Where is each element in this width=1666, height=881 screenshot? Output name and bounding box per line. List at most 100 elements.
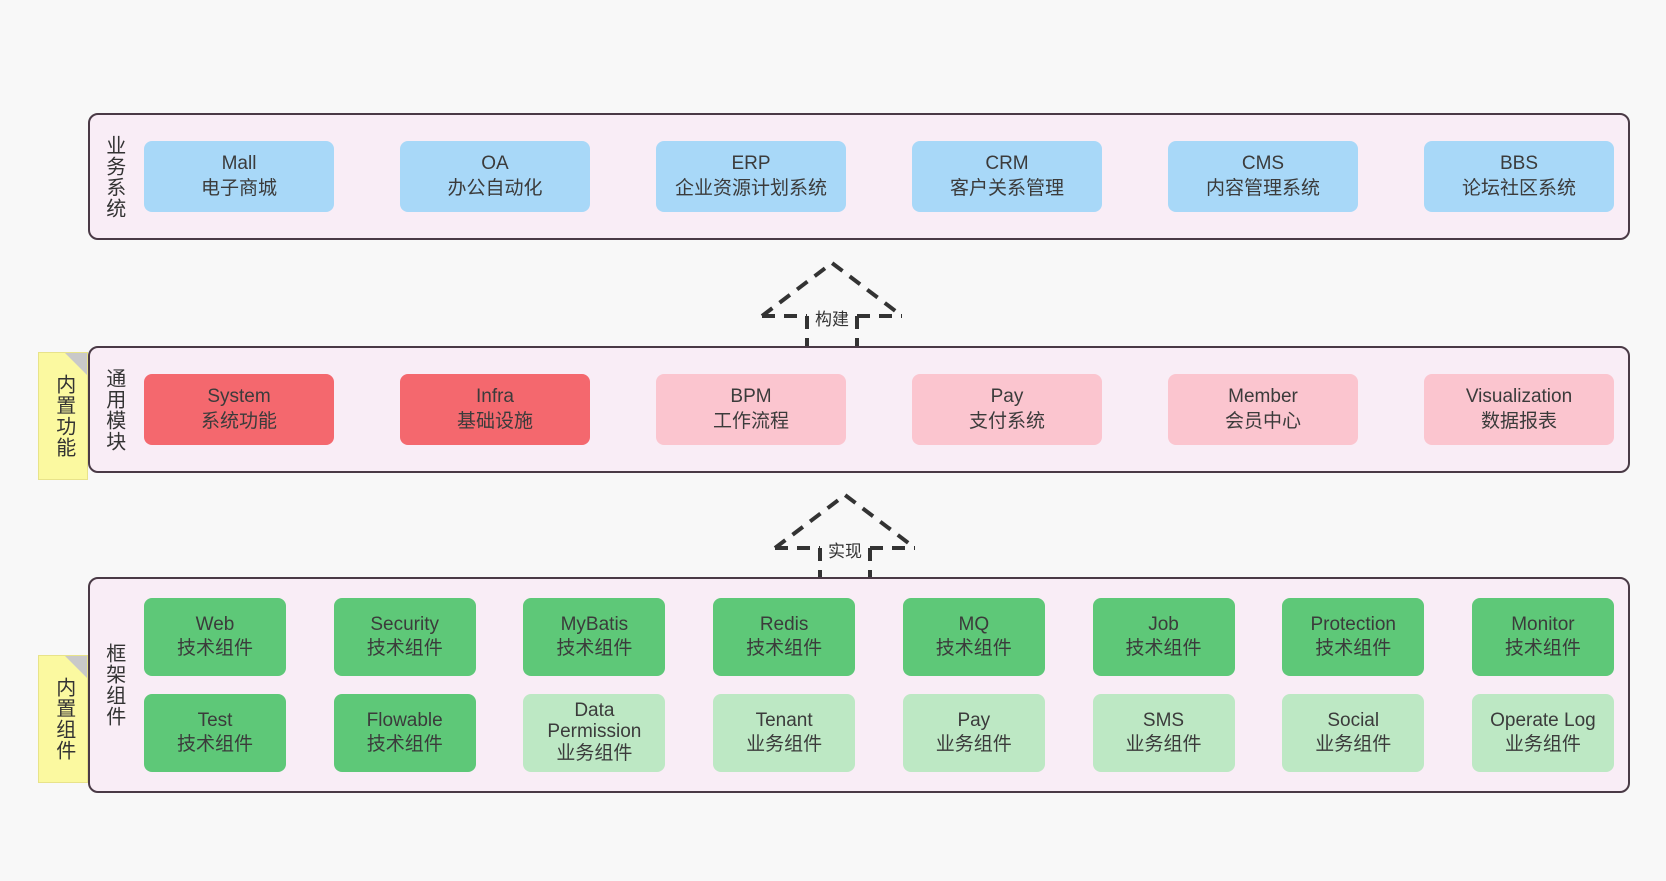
card-title: Web	[195, 613, 235, 635]
card-sms[interactable]: SMS 业务组件	[1092, 694, 1235, 772]
card-oa[interactable]: OA 办公自动化	[400, 141, 590, 212]
card-title: Social	[1327, 709, 1380, 731]
note-label: 内置功能	[52, 374, 75, 458]
card-security[interactable]: Security 技术组件	[333, 598, 476, 676]
card-title: Infra	[475, 386, 515, 408]
card-subtitle: 基础设施	[456, 410, 533, 432]
card-subtitle: 技术组件	[366, 638, 443, 659]
card-subtitle: 技术组件	[1504, 638, 1581, 659]
card-title: Member	[1228, 386, 1298, 408]
card-title: BPM	[730, 386, 772, 408]
card-job[interactable]: Job 技术组件	[1092, 598, 1235, 676]
card-subtitle: 内容管理系统	[1205, 177, 1320, 199]
card-mybatis[interactable]: MyBatis 技术组件	[523, 598, 666, 676]
card-title: Visualization	[1465, 386, 1573, 408]
card-subtitle: 技术组件	[1125, 638, 1202, 659]
layer-body-common-modules: System 系统功能 Infra 基础设施 BPM 工作流程 Pay 支付系统…	[136, 348, 1628, 471]
card-subtitle: 技术组件	[935, 638, 1012, 659]
card-row: System 系统功能 Infra 基础设施 BPM 工作流程 Pay 支付系统…	[144, 374, 1614, 445]
card-subtitle: 技术组件	[556, 638, 633, 659]
card-member[interactable]: Member 会员中心	[1168, 374, 1358, 445]
card-title: Flowable	[366, 709, 443, 731]
connector-implement-label: 实现	[828, 542, 862, 561]
card-subtitle: 论坛社区系统	[1461, 177, 1576, 199]
card-title: MQ	[958, 613, 990, 635]
card-mall[interactable]: Mall 电子商城	[144, 141, 334, 212]
layer-common-modules: 通用模块 System 系统功能 Infra 基础设施 BPM 工作流程 Pay	[88, 346, 1630, 473]
card-subtitle: 技术组件	[746, 638, 823, 659]
card-subtitle: 业务组件	[556, 743, 633, 765]
card-row-business: Test 技术组件 Flowable 技术组件 Data Permission …	[144, 694, 1614, 772]
card-subtitle: 客户关系管理	[949, 177, 1064, 199]
card-subtitle: 办公自动化	[447, 177, 543, 199]
card-mq[interactable]: MQ 技术组件	[902, 598, 1045, 676]
card-data-permission[interactable]: Data Permission 业务组件	[523, 694, 666, 772]
card-subtitle: 技术组件	[176, 638, 253, 659]
card-social[interactable]: Social 业务组件	[1282, 694, 1425, 772]
card-title: Mall	[221, 153, 257, 175]
card-crm[interactable]: CRM 客户关系管理	[912, 141, 1102, 212]
card-infra[interactable]: Infra 基础设施	[400, 374, 590, 445]
card-title: CMS	[1241, 153, 1285, 175]
layer-title-framework-components: 框架组件	[102, 643, 125, 727]
layer-body-framework-components: Web 技术组件 Security 技术组件 MyBatis 技术组件 Redi…	[136, 579, 1628, 791]
connector-build: 构建	[752, 258, 912, 346]
card-subtitle: 数据报表	[1480, 410, 1557, 432]
card-title: Redis	[759, 613, 809, 635]
card-monitor[interactable]: Monitor 技术组件	[1471, 598, 1614, 676]
note-label: 内置组件	[52, 677, 75, 761]
card-bbs[interactable]: BBS 论坛社区系统	[1424, 141, 1614, 212]
card-test[interactable]: Test 技术组件	[144, 694, 286, 772]
card-web[interactable]: Web 技术组件	[144, 598, 286, 676]
card-operate-log[interactable]: Operate Log 业务组件	[1471, 694, 1614, 772]
card-title: OA	[481, 153, 509, 175]
layer-title-common-modules: 通用模块	[102, 367, 125, 452]
card-flowable[interactable]: Flowable 技术组件	[333, 694, 476, 772]
card-title: Job	[1148, 613, 1179, 635]
card-cms[interactable]: CMS 内容管理系统	[1168, 141, 1358, 212]
arrow-head-path	[760, 260, 904, 318]
card-title: Protection	[1310, 613, 1396, 635]
card-subtitle: 工作流程	[712, 410, 789, 432]
card-pay[interactable]: Pay 支付系统	[912, 374, 1102, 445]
card-protection[interactable]: Protection 技术组件	[1282, 598, 1425, 676]
layer-body-business-systems: Mall 电子商城 OA 办公自动化 ERP 企业资源计划系统 CRM 客户关系…	[136, 115, 1628, 238]
card-subtitle: 技术组件	[176, 734, 253, 755]
card-subtitle: 业务组件	[1315, 734, 1392, 755]
card-title: System	[207, 386, 271, 408]
layer-title-business-systems: 业务系统	[102, 134, 125, 219]
card-title: Security	[370, 613, 440, 635]
connector-implement: 实现	[765, 490, 925, 578]
card-erp[interactable]: ERP 企业资源计划系统	[656, 141, 846, 212]
card-redis[interactable]: Redis 技术组件	[713, 598, 856, 676]
card-tenant[interactable]: Tenant 业务组件	[713, 694, 856, 772]
card-title: Operate Log	[1490, 709, 1596, 731]
connector-build-label: 构建	[815, 310, 849, 329]
card-visualization[interactable]: Visualization 数据报表	[1424, 374, 1614, 445]
card-title: BBS	[1499, 153, 1539, 175]
card-subtitle: 企业资源计划系统	[674, 177, 827, 199]
layer-business-systems: 业务系统 Mall 电子商城 OA 办公自动化 ERP 企业资源计划系统 CRM	[88, 113, 1630, 240]
card-title: Test	[197, 709, 233, 731]
card-title: Monitor	[1511, 613, 1575, 635]
card-row: Mall 电子商城 OA 办公自动化 ERP 企业资源计划系统 CRM 客户关系…	[144, 141, 1614, 212]
card-row-technical: Web 技术组件 Security 技术组件 MyBatis 技术组件 Redi…	[144, 598, 1614, 676]
card-subtitle: 业务组件	[746, 734, 823, 755]
note-builtin-features: 内置功能	[38, 352, 88, 480]
card-system[interactable]: System 系统功能	[144, 374, 334, 445]
note-fold-icon	[65, 656, 87, 678]
note-fold-icon	[65, 353, 87, 375]
card-pay-business[interactable]: Pay 业务组件	[902, 694, 1045, 772]
card-subtitle: 技术组件	[366, 734, 443, 755]
card-subtitle: 业务组件	[935, 734, 1012, 755]
card-subtitle: 会员中心	[1224, 410, 1301, 432]
layer-framework-components: 框架组件 Web 技术组件 Security 技术组件 MyBatis 技术组件…	[88, 577, 1630, 793]
card-subtitle: 技术组件	[1315, 638, 1392, 659]
card-subtitle: 支付系统	[968, 410, 1045, 432]
card-bpm[interactable]: BPM 工作流程	[656, 374, 846, 445]
card-title: Tenant	[755, 709, 813, 731]
card-title: Data Permission	[547, 699, 642, 742]
card-subtitle: 业务组件	[1125, 734, 1202, 755]
card-subtitle: 电子商城	[200, 177, 277, 199]
